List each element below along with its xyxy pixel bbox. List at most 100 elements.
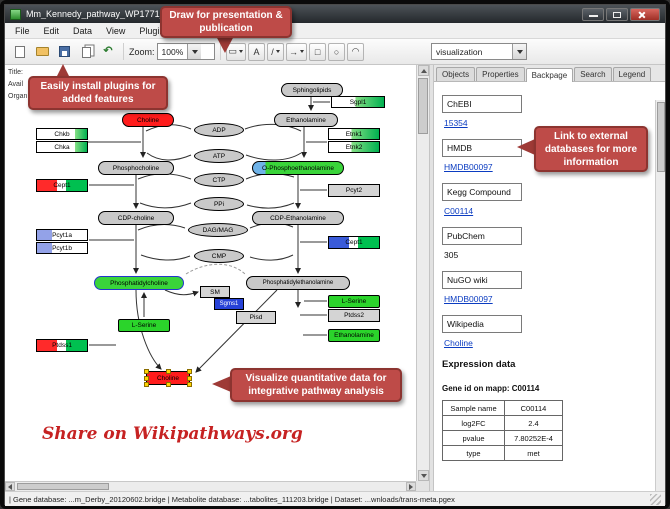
vertical-scroll-thumb[interactable] [418,78,428,134]
node-l-serine-left[interactable]: L-Serine [118,319,170,332]
canvas-vertical-scrollbar[interactable] [416,65,429,481]
node-ptdss1[interactable]: Ptdss1 [36,339,88,352]
line-tool-button[interactable]: / [267,42,285,61]
node-pcyt2[interactable]: Pcyt2 [328,184,380,197]
node-etnk2[interactable]: Etnk2 [328,141,380,153]
node-cept1-left[interactable]: Cept1 [36,179,88,192]
menu-file[interactable]: File [15,25,30,36]
label-tool-icon: A [253,46,260,57]
selection-handle[interactable] [144,369,149,374]
node-dag-mag[interactable]: DAG/MAG [188,223,248,237]
node-atp[interactable]: ATP [194,149,244,163]
node-sm[interactable]: SM [200,286,230,298]
table-cell: 2.4 [504,415,563,431]
node-ppi[interactable]: PPi [194,197,244,211]
node-ethanolamine[interactable]: Ethanolamine [274,113,338,127]
node-cdp-choline[interactable]: CDP-choline [98,211,174,225]
copy-icon [81,47,91,58]
open-folder-icon [35,47,49,56]
tab-backpage[interactable]: Backpage [525,68,574,82]
node-choline-selected[interactable]: Choline [144,369,192,387]
node-ptdss2[interactable]: Ptdss2 [328,309,380,322]
node-sgpl1[interactable]: Sgpl1 [331,96,385,108]
visualization-combobox[interactable]: visualization [431,43,527,60]
label-tool-button[interactable]: A [248,42,266,61]
node-ctp[interactable]: CTP [194,173,244,187]
scroll-down-button[interactable] [418,470,429,481]
menu-data[interactable]: Data [73,25,93,36]
save-button[interactable] [54,42,74,62]
selection-handle[interactable] [187,369,192,374]
tab-objects[interactable]: Objects [436,67,476,81]
tab-search[interactable]: Search [574,67,612,81]
rectangle-tool-icon: □ [314,46,321,57]
copy-button[interactable] [76,42,96,62]
node-phosphocholine[interactable]: Phosphocholine [98,161,174,175]
oval-tool-button[interactable]: ○ [328,42,346,61]
chebi-link[interactable]: 15354 [444,118,468,128]
node-chka[interactable]: Chka [36,141,88,153]
tab-legend[interactable]: Legend [612,67,652,81]
selection-handle[interactable] [144,382,149,387]
node-cmp[interactable]: CMP [194,249,244,263]
visualization-dropdown-button[interactable] [512,44,526,59]
selection-handle[interactable] [165,382,171,387]
resize-grip-icon[interactable] [650,493,661,505]
menu-plugins[interactable]: Plugins [139,25,169,36]
node-cept1-right[interactable]: Cept1 [328,236,380,249]
open-button[interactable] [32,42,52,62]
selection-handle[interactable] [144,375,149,381]
zoom-value: 100% [161,46,184,57]
nugo-link[interactable]: HMDB00097 [444,294,493,304]
scroll-up-button[interactable] [418,65,429,76]
minimize-button[interactable] [582,7,604,21]
zoom-dropdown-button[interactable] [187,44,202,59]
selection-handle[interactable] [187,382,192,387]
selection-handle[interactable] [187,375,192,381]
node-ethanolamine-right[interactable]: Ethanolamine [328,329,380,342]
arrow-tool-button[interactable]: → [286,42,308,61]
undo-button[interactable]: ↶ [98,42,118,62]
zoom-combobox[interactable]: 100% [156,43,215,60]
node-pcyt1a[interactable]: Pcyt1a [36,229,88,241]
canvas-horizontal-scrollbar[interactable] [5,481,416,491]
hmdb-link[interactable]: HMDB00097 [444,162,493,172]
node-etnk1[interactable]: Etnk1 [328,128,380,140]
pubchem-value: 305 [444,250,459,260]
title-bar[interactable]: Mm_Kennedy_pathway_WP1771_45176.gpml [5,5,665,23]
selection-handle[interactable] [165,369,171,374]
scroll-left-button[interactable] [5,482,15,491]
node-chkb[interactable]: Chkb [36,128,88,140]
menu-edit[interactable]: Edit [43,25,60,36]
node-sgms1[interactable]: Sgms1 [214,298,244,310]
node-l-serine-right[interactable]: L-Serine [328,295,380,308]
window-title: Mm_Kennedy_pathway_WP1771_45176.gpml [26,9,212,19]
horizontal-scroll-thumb[interactable] [17,483,109,490]
panel-scrollbar[interactable] [655,100,665,491]
node-adp[interactable]: ADP [194,123,244,137]
pathway-canvas[interactable]: Title: Avail Organ [5,65,416,481]
chevron-down-icon [516,49,523,54]
node-o-phosphoethanolamine[interactable]: O-Phosphoethanolamine [252,161,344,175]
node-phosphatidylcholine[interactable]: Phosphatidylcholine [94,276,184,290]
node-sphingolipids[interactable]: Sphingolipids [281,83,343,97]
node-pcyt1b[interactable]: Pcyt1b [36,242,88,254]
node-phosphatidylethanolamine[interactable]: Phosphatidylethanolamine [246,276,350,290]
rectangle-tool-button[interactable]: □ [309,42,327,61]
node-choline[interactable]: Choline [122,113,174,127]
wikipedia-link[interactable]: Choline [444,338,473,348]
tab-properties[interactable]: Properties [476,67,525,81]
node-pisd[interactable]: Pisd [236,311,276,324]
panel-scroll-thumb[interactable] [657,102,665,172]
section-header-wikipedia: Wikipedia [442,315,522,333]
scroll-right-button[interactable] [406,482,416,491]
close-button[interactable] [630,7,660,21]
new-file-button[interactable] [10,42,30,62]
panel-splitter[interactable] [429,65,434,491]
menu-view[interactable]: View [106,25,126,36]
table-cell: met [504,445,563,461]
maximize-button[interactable] [606,7,628,21]
kegg-link[interactable]: C00114 [444,206,474,216]
arc-tool-button[interactable]: ◠ [347,42,365,61]
node-cdp-ethanolamine[interactable]: CDP-Ethanolamine [252,211,344,225]
